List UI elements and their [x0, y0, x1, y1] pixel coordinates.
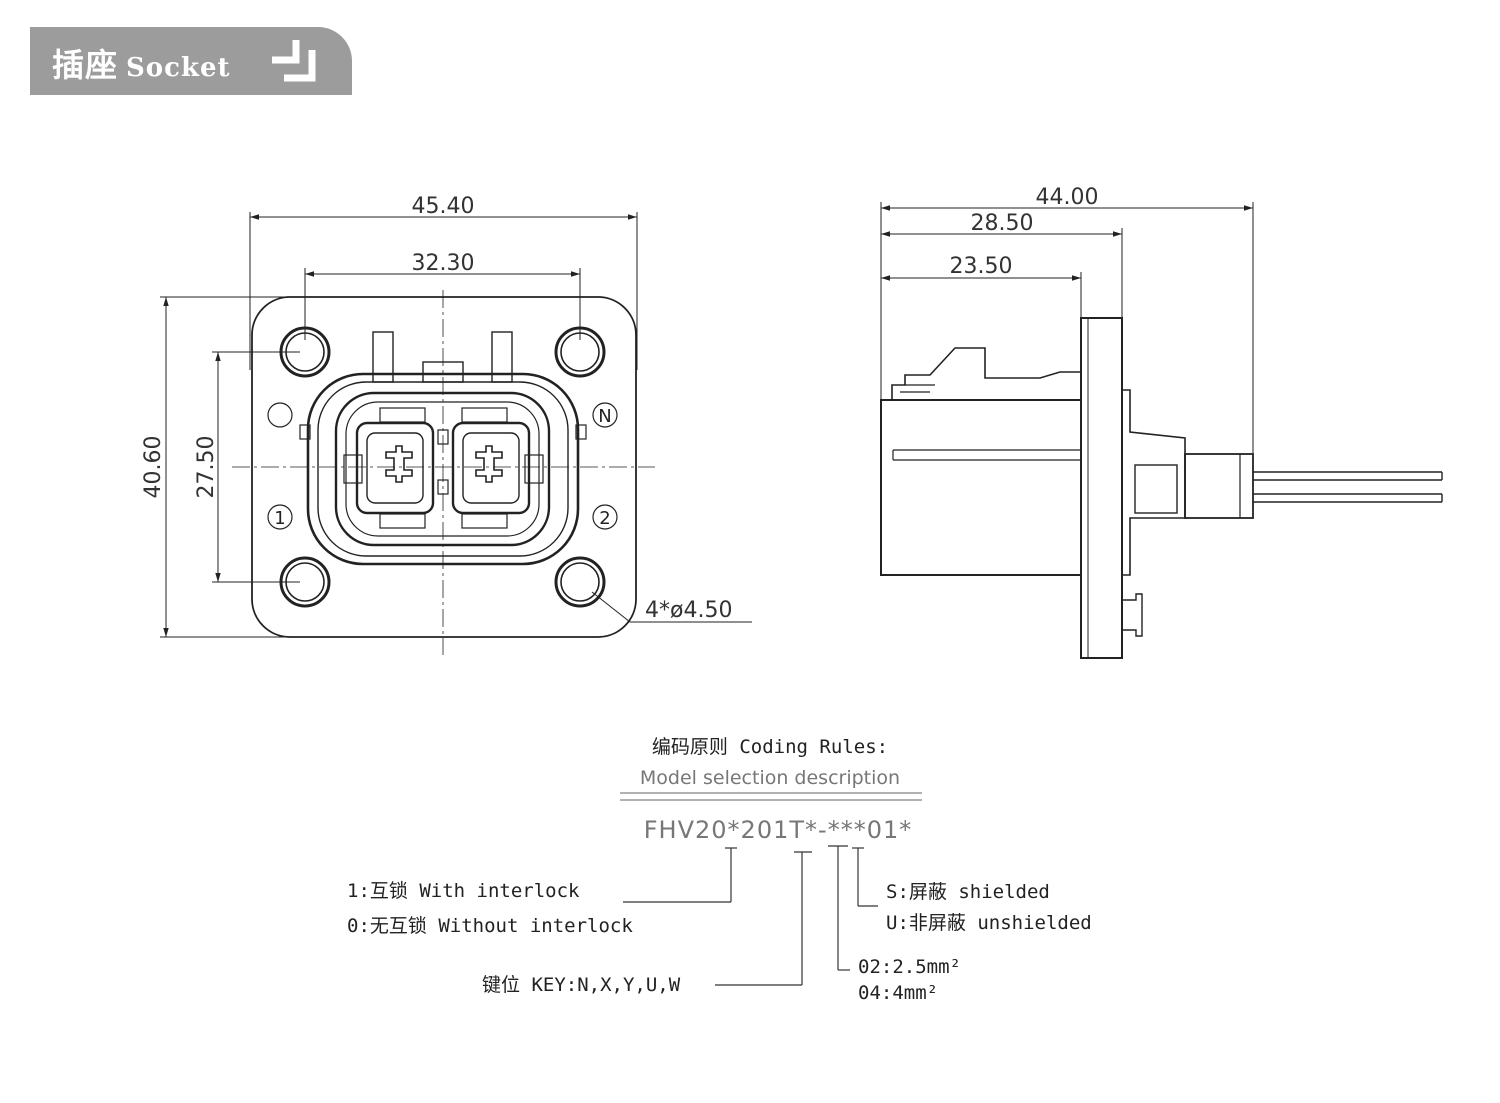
side-flange: [1080, 317, 1123, 659]
dim-holes: 4*ø4.50: [645, 598, 732, 623]
key-marker: N: [598, 406, 611, 427]
pin2-marker: 2: [599, 508, 610, 529]
corner-arrow-icon: [272, 40, 316, 82]
shield-option-u: U:非屏蔽 unshielded: [886, 912, 1092, 934]
side-body: [880, 399, 1081, 576]
coding-title: 编码原则 Coding Rules:: [652, 736, 888, 758]
pin2-marker-circle: [592, 504, 618, 530]
title-english: Socket: [126, 53, 231, 83]
dim-body-length: 23.50: [950, 254, 1013, 279]
interlock-option-1: 1:互锁 With interlock: [347, 880, 580, 902]
pin1-marker-circle: [267, 504, 293, 530]
dim-hole-spacing-y: 27.50: [194, 436, 219, 499]
key-options: 键位 KEY:N,X,Y,U,W: [482, 974, 681, 996]
coding-leaders: [623, 845, 878, 986]
coding-subtitle: Model selection description: [640, 767, 900, 789]
pin1-marker: 1: [274, 508, 285, 529]
dim-flange-position: 28.50: [971, 211, 1034, 236]
housing-inner: [334, 391, 551, 547]
dim-total-length: 44.00: [1036, 185, 1099, 210]
wire-option-02: 02:2.5mm²: [858, 956, 961, 978]
terminal-cavity-2: [451, 421, 531, 515]
dim-hole-spacing-x: 32.30: [412, 251, 475, 276]
side-view: [880, 202, 1443, 659]
flange-plate: [251, 296, 637, 638]
side-latch: [891, 347, 1081, 400]
interlock-option-0: 0:无互锁 Without interlock: [347, 915, 633, 937]
key-marker-circle: [592, 402, 618, 428]
shield-option-s: S:屏蔽 shielded: [886, 881, 1050, 903]
blank-marker: [267, 402, 293, 428]
dim-overall-width: 45.40: [412, 194, 475, 219]
rear-connector: [1184, 453, 1254, 519]
wire-option-04: 04:4mm²: [858, 982, 938, 1004]
mounting-holes: [279, 326, 606, 608]
front-view: [160, 212, 752, 655]
title-chinese: 插座: [52, 46, 119, 84]
dim-overall-height: 40.60: [141, 436, 166, 499]
terminal-cavity-1: [355, 421, 435, 515]
model-code: FHV20*201T*-***01*: [644, 816, 912, 844]
